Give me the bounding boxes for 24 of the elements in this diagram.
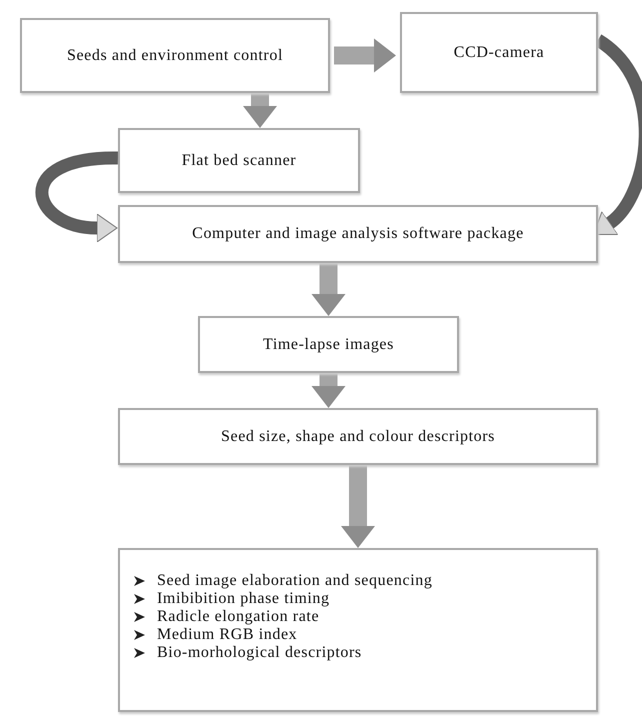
process-box bbox=[118, 548, 598, 712]
process-box bbox=[118, 408, 598, 465]
block-arrow bbox=[312, 373, 346, 408]
block-arrow bbox=[312, 263, 346, 316]
list-item-text: Bio-morhological descriptors bbox=[157, 644, 362, 662]
list-item-text: Imibibition phase timing bbox=[157, 590, 330, 608]
box-label: CCD-camera bbox=[454, 44, 544, 62]
box-label: Computer and image analysis software package bbox=[192, 225, 524, 243]
list-item-text: Radicle elongation rate bbox=[157, 608, 320, 626]
box-label: Flat bed scanner bbox=[182, 152, 296, 170]
box-label: Time-lapse images bbox=[263, 336, 394, 354]
list-item-text: Seed image elaboration and sequencing bbox=[157, 572, 432, 590]
process-box bbox=[118, 205, 598, 263]
process-box bbox=[198, 316, 459, 373]
process-box bbox=[118, 128, 360, 193]
block-arrow bbox=[341, 465, 375, 548]
box-label: Seeds and environment control bbox=[66, 46, 284, 64]
process-box bbox=[20, 18, 330, 93]
list-item-text: Medium RGB index bbox=[157, 626, 298, 644]
block-arrow bbox=[334, 38, 396, 72]
process-box bbox=[400, 12, 598, 93]
block-arrow bbox=[243, 93, 277, 128]
block-arrow bbox=[35, 152, 118, 242]
box-label: Seed size, shape and colour descriptors bbox=[221, 428, 495, 446]
